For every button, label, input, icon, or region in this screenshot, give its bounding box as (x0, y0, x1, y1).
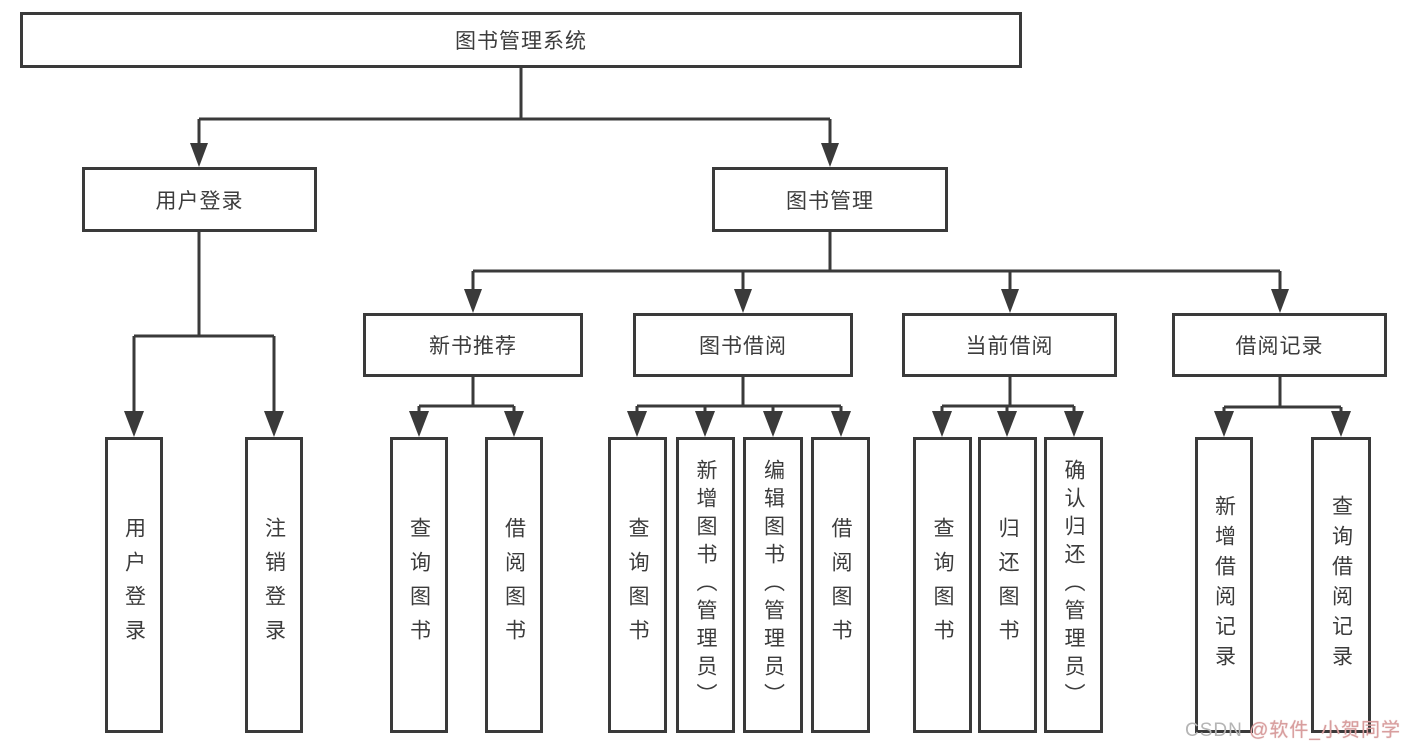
connector-newbooks-to-leaves (409, 377, 524, 437)
node-library-management-system-label: 图书管理系统 (455, 30, 587, 53)
connector-root-to-level2 (190, 68, 839, 167)
node-book-management-label: 图书管理 (786, 189, 874, 213)
leaf-logout-label: 注销登录 (262, 517, 286, 653)
leaf-edit-books-admin-label: 编辑图书（管理员） (761, 459, 785, 711)
leaf-current-query-books-label: 查询图书 (931, 517, 954, 653)
leaf-add-books-admin-label: 新增图书（管理员） (694, 459, 717, 711)
leaf-confirm-return-admin-label: 确认归还（管理员） (1062, 459, 1085, 711)
leaf-user-login-label: 用户登录 (122, 517, 146, 653)
leaf-current-query-books: 查询图书 (913, 437, 972, 733)
csdn-watermark-user: @软件_小贺同学 (1249, 720, 1401, 741)
connector-bookborrow-to-leaves (627, 377, 851, 437)
node-current-borrowing-label: 当前借阅 (965, 335, 1054, 358)
node-library-management-system: 图书管理系统 (20, 12, 1022, 68)
node-user-login: 用户登录 (82, 167, 317, 232)
node-new-book-recommend: 新书推荐 (363, 313, 583, 377)
leaf-newbooks-query-books: 查询图书 (390, 437, 448, 733)
leaf-confirm-return-admin: 确认归还（管理员） (1044, 437, 1103, 733)
node-borrowing-records: 借阅记录 (1172, 313, 1387, 377)
leaf-newbooks-borrow-books: 借阅图书 (485, 437, 543, 733)
node-new-book-recommend-label: 新书推荐 (429, 335, 517, 358)
csdn-watermark: CSDN @软件_小贺同学 (1185, 715, 1401, 742)
leaf-newbooks-query-books-label: 查询图书 (407, 517, 431, 653)
leaf-newbooks-borrow-books-label: 借阅图书 (502, 517, 526, 653)
leaf-return-books-label: 归还图书 (996, 517, 1019, 653)
leaf-borrowing-query-books: 查询图书 (608, 437, 667, 733)
leaf-query-borrow-record: 查询借阅记录 (1311, 437, 1371, 733)
leaf-logout: 注销登录 (245, 437, 303, 733)
leaf-add-borrow-record-label: 新增借阅记录 (1212, 495, 1236, 675)
leaf-return-books: 归还图书 (978, 437, 1037, 733)
leaf-borrowing-borrow-books: 借阅图书 (811, 437, 870, 733)
connector-borrowrecords-to-leaves (1214, 377, 1351, 437)
connector-currentborrow-to-leaves (932, 377, 1084, 437)
csdn-watermark-brand: CSDN (1185, 720, 1250, 741)
node-book-management: 图书管理 (712, 167, 948, 232)
node-book-borrowing-label: 图书借阅 (699, 335, 787, 358)
leaf-add-books-admin: 新增图书（管理员） (676, 437, 735, 733)
node-user-login-label: 用户登录 (155, 189, 244, 213)
connector-userlogin-to-leaves (124, 232, 284, 437)
node-borrowing-records-label: 借阅记录 (1235, 335, 1324, 358)
leaf-borrowing-borrow-books-label: 借阅图书 (829, 517, 852, 653)
connector-bookmgmt-to-level3 (464, 232, 1289, 313)
node-current-borrowing: 当前借阅 (902, 313, 1117, 377)
node-book-borrowing: 图书借阅 (633, 313, 853, 377)
leaf-edit-books-admin: 编辑图书（管理员） (743, 437, 803, 733)
leaf-user-login: 用户登录 (105, 437, 163, 733)
leaf-query-borrow-record-label: 查询借阅记录 (1329, 495, 1353, 675)
leaf-add-borrow-record: 新增借阅记录 (1195, 437, 1253, 733)
leaf-borrowing-query-books-label: 查询图书 (626, 517, 649, 653)
